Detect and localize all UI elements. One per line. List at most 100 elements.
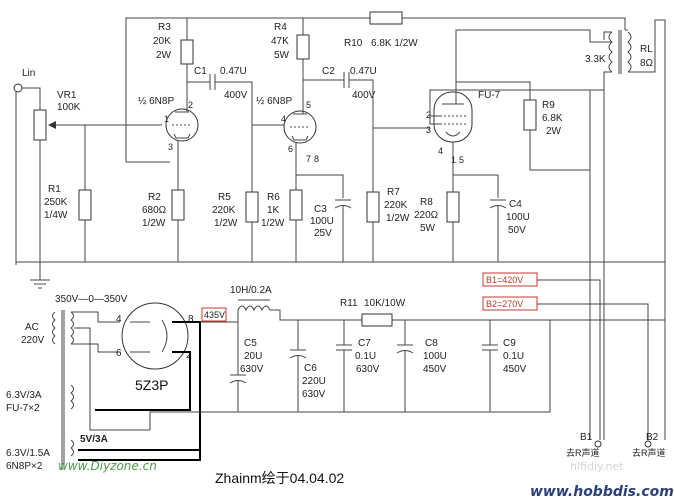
wire [628,19,666,440]
c5-voltage: 630V [240,364,264,375]
v2-pin5: 5 [306,100,311,110]
c2-voltage: 400V [352,90,376,101]
r2-value: 680Ω [142,205,167,216]
b1-label: B1 [580,432,593,443]
c4-label: C4 [509,199,522,210]
rect-pin4: 4 [116,314,122,325]
fu7-pin2: 2 [426,110,431,120]
r5-resistor [245,191,259,223]
c1-value: 0.47U [220,66,247,77]
r4-watt: 5W [274,50,290,61]
wire [453,174,499,198]
r10-label: R10 [344,38,363,49]
r1-label: R1 [48,184,61,195]
r11-resistor [361,313,393,327]
c6-plate [289,355,307,359]
wire [603,31,612,40]
r9-value: 6.8K [542,113,563,124]
v2-pin8: 8 [314,154,319,164]
r3-label: R3 [158,22,171,33]
r6-value: 1K [267,205,280,216]
r9-label: R9 [542,100,555,111]
ot-secondary-coil [627,31,632,73]
power-tx-secondary [70,311,74,345]
r7-resistor [366,191,380,223]
c4-voltage: 50V [508,225,526,236]
r9-watt: 2W [546,126,562,137]
r5-value: 220K [212,205,236,216]
c5-value: 20U [244,351,262,362]
c1-voltage: 400V [224,90,248,101]
v1-pin3: 3 [168,142,173,152]
c7-value: 0.1U [355,351,376,362]
v2-label: ½ 6N8P [256,96,292,107]
r6-watt: 1/2W [261,218,285,229]
ot-primary-coil [608,31,613,73]
r1-value: 250K [44,197,68,208]
r7-watt: 1/2W [386,213,410,224]
filament-winding-1 [70,384,74,410]
c3-voltage: 25V [314,228,332,239]
c6-value: 220U [302,376,326,387]
wire [296,174,344,198]
r10-value: 6.8K 1/2W [371,38,418,49]
v1-label: ½ 6N8P [138,96,174,107]
wire [71,343,120,353]
rl-label: RL [640,44,653,55]
v1-pin2: 2 [188,100,193,110]
tube-filament [445,131,461,137]
c9-value: 0.1U [503,351,524,362]
r8-label: R8 [420,197,433,208]
tube-cathode [173,133,191,139]
wire [537,279,601,440]
v2-pin7: 7 [306,154,311,164]
supply-ground-bus [149,320,551,430]
wire [349,79,430,129]
b2-label: B2 [646,432,659,443]
r8-watt: 5W [420,223,436,234]
watermark-diyzone: www.Diyzone.cn [58,459,157,473]
filament2-label: 5V/3A [80,434,108,445]
filament3-label: 6.3V/1.5A [6,448,50,459]
wire [215,81,290,126]
input-jack-icon [13,83,23,93]
r5-label: R5 [218,192,231,203]
b-plus-supply [270,309,665,321]
fu7-pin5: 5 [459,155,464,165]
filament-winding-3 [70,439,74,457]
v435-box [201,307,227,322]
fu7-pin1: 1 [451,155,456,165]
ac-voltage: 220V [21,335,45,346]
rect-pin6: 6 [116,348,122,359]
rl-primary-label: 3.3K [585,54,606,65]
wire [529,130,590,171]
r8-value: 220Ω [414,210,439,221]
fu7-pin4: 4 [438,146,443,156]
vr1-value: 100K [57,102,81,113]
tube-fu7 [433,91,473,143]
c8-value: 100U [423,351,447,362]
rect-filament [161,319,168,353]
tx-secondary-label: 350V—0—350V [55,294,128,305]
power-tx-primary [52,311,56,345]
rectifier-tube-5z3p [121,302,189,370]
r3-watt: 2W [156,50,172,61]
r2-label: R2 [148,192,161,203]
wire [537,303,649,440]
r8-resistor [446,191,460,223]
r6-label: R6 [267,192,280,203]
r4-value: 47K [271,36,289,47]
v2-pin6: 6 [288,144,293,154]
c9-voltage: 450V [503,364,527,375]
r1-watt: 1/4W [44,210,68,221]
filament1-label: 6.3V/3A [6,390,42,401]
filament1-tubes: FU-7×2 [6,403,40,414]
v2-pin4: 4 [281,114,286,124]
wire [22,87,41,110]
r6-resistor [289,189,303,221]
b2-note: 去R声道 [632,447,666,458]
ac-label: AC [25,322,39,333]
c2-value: 0.47U [350,66,377,77]
c9-label: C9 [503,338,516,349]
